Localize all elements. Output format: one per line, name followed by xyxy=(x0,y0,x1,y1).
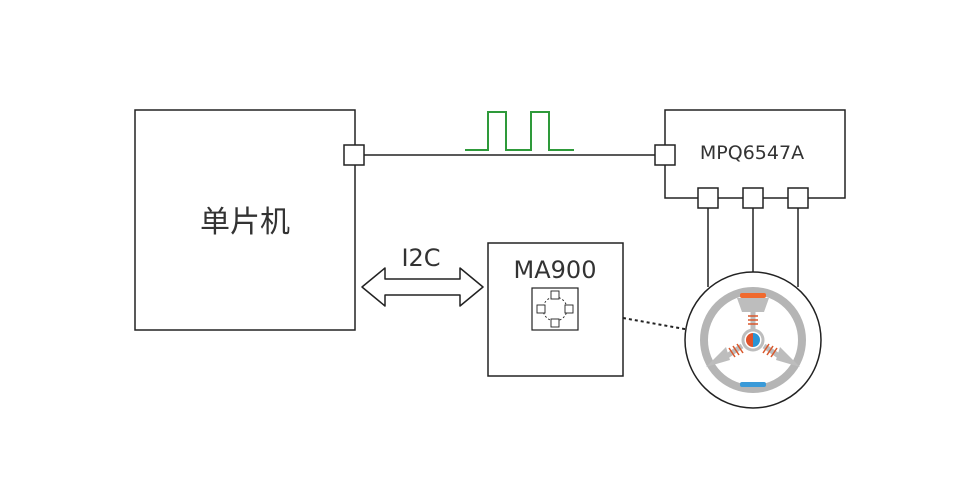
driver-block xyxy=(664,109,846,199)
pwm-waveform-icon xyxy=(465,111,574,151)
motor-pole-right xyxy=(776,347,800,367)
motor-pole-left xyxy=(706,347,730,367)
driver-input-port xyxy=(654,144,676,166)
motor-stator-ring xyxy=(700,287,806,393)
motor-pole-marker-top xyxy=(740,293,766,298)
driver-output-port-1 xyxy=(697,187,719,209)
driver-label: MPQ6547A xyxy=(700,142,804,164)
motor-magnet-north xyxy=(746,333,753,347)
mcu-port xyxy=(343,144,365,166)
sensor-label: MA900 xyxy=(514,256,597,284)
driver-output-port-2 xyxy=(742,187,764,209)
i2c-double-arrow-icon xyxy=(361,267,484,307)
mcu-block xyxy=(134,109,356,331)
motor-pole-top xyxy=(737,298,769,312)
mcu-label: 单片机 xyxy=(200,205,290,240)
motor-magnet-south xyxy=(753,333,760,347)
i2c-label: I2C xyxy=(401,244,440,272)
motor-coil-left xyxy=(728,343,744,358)
motor-pole-marker-bottom xyxy=(740,382,766,387)
sensor-chip-icon xyxy=(531,287,579,331)
motor-coil-right xyxy=(762,343,778,358)
driver-output-port-3 xyxy=(787,187,809,209)
motor-coil-top xyxy=(748,315,758,325)
motor-icon xyxy=(684,271,822,409)
